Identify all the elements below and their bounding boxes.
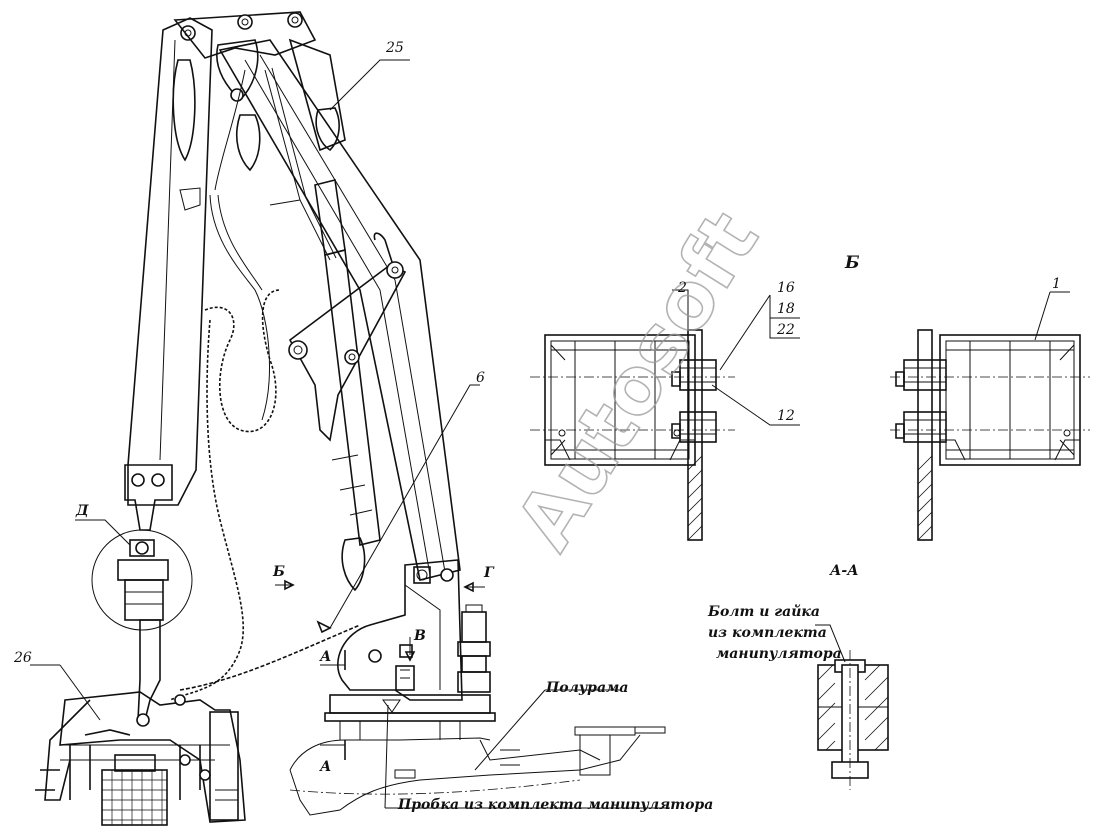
leader-lines <box>30 59 670 809</box>
chain <box>179 624 361 691</box>
knives <box>35 745 201 800</box>
note-bolt-line2: из комплекта <box>708 625 827 641</box>
note-bolt-line1: Болт и гайка <box>707 603 820 620</box>
pin <box>230 88 244 102</box>
section-mark-a-bottom: А <box>319 759 331 775</box>
column-post <box>337 559 463 701</box>
pin <box>386 261 404 279</box>
view-b-left <box>530 329 735 541</box>
view-b-title: Б <box>844 253 860 273</box>
pin <box>180 25 196 41</box>
callout-12: 12 <box>777 408 795 424</box>
note-bolt-line3: манипулятора <box>716 646 842 662</box>
pin <box>136 713 150 727</box>
stick-arm <box>218 39 461 581</box>
view-b-leaders <box>672 289 1070 426</box>
view-b-right <box>890 329 1090 541</box>
frame-hidden-line <box>289 779 581 795</box>
callout-18: 18 <box>777 301 795 317</box>
callout-25: 25 <box>385 40 404 56</box>
note-probka: Пробка из комплекта манипулятора <box>397 797 713 813</box>
pin <box>174 694 186 706</box>
pin <box>288 340 308 360</box>
section-mark-a-top: А <box>319 649 331 665</box>
callout-2: 2 <box>677 280 687 296</box>
base-column <box>324 559 496 740</box>
feed-roller <box>101 769 168 826</box>
watermark-group: Autosoft <box>499 196 777 566</box>
mounting-plate <box>329 694 491 714</box>
coiled-hose <box>169 319 245 701</box>
half-frame <box>289 726 666 816</box>
coiled-hose <box>204 289 281 433</box>
pin <box>344 349 360 365</box>
watermark-text: Autosoft <box>500 197 777 565</box>
note-poluramA: Полурама <box>545 680 628 696</box>
hose <box>217 194 263 291</box>
callout-16: 16 <box>777 280 795 296</box>
hydraulic-cylinder <box>314 179 346 256</box>
view-arrow-b: Б <box>272 564 285 580</box>
callout-6: 6 <box>476 370 485 386</box>
pin <box>179 754 191 766</box>
manipulator-assembly <box>35 11 461 826</box>
pin <box>151 473 165 487</box>
grapple-head <box>59 691 246 823</box>
hose-clamps <box>179 187 373 516</box>
bolt-nut-detail <box>815 624 889 790</box>
hose <box>214 69 246 191</box>
boom-slot <box>172 59 196 162</box>
callout-22: 22 <box>776 322 795 338</box>
detail-circle-d <box>91 529 193 631</box>
section-aa-title: А-А <box>829 563 859 579</box>
pin <box>287 12 303 28</box>
pin <box>199 769 211 781</box>
view-label-d: Д <box>75 503 89 519</box>
rotator-body <box>124 464 173 531</box>
pin <box>237 14 253 30</box>
section-markers <box>275 579 485 760</box>
pin <box>131 473 145 487</box>
pin <box>368 649 382 663</box>
view-arrow-v: В <box>413 628 426 644</box>
view-arrow-g: Г <box>483 565 495 581</box>
callout-26: 26 <box>13 650 32 666</box>
hose <box>209 194 270 421</box>
main-boom <box>127 17 213 506</box>
callout-1: 1 <box>1052 276 1061 292</box>
